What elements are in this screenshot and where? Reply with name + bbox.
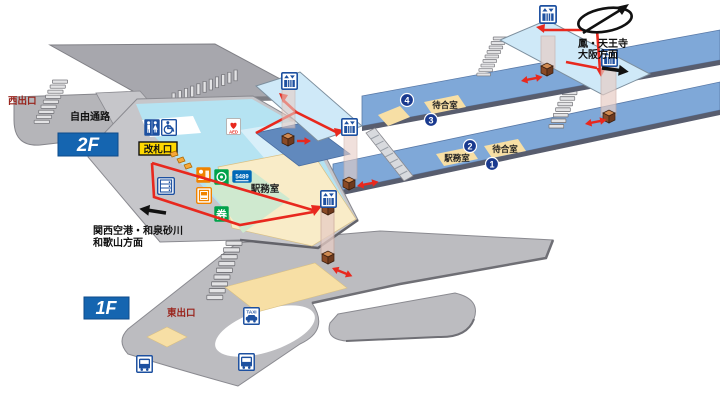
floor-label-1f: 1F: [83, 296, 130, 320]
route-arrowhead: [536, 24, 545, 33]
platform-number-badge-1: 1: [484, 156, 500, 172]
coin-locker-icon: [157, 177, 175, 195]
elevator-car: [321, 250, 335, 265]
restroom-icon: [144, 119, 160, 136]
svg-text:4: 4: [404, 95, 409, 105]
elevator-concourse-1f: [320, 190, 356, 281]
ticket-gate-label: 改札口: [144, 143, 173, 155]
svg-text:1F: 1F: [95, 298, 117, 318]
direction-north: 鳳・天王寺 大阪方面: [578, 37, 630, 78]
aed-icon: [226, 118, 241, 135]
north-direction-line2: 大阪方面: [578, 48, 618, 61]
south-direction-line1: 関西空港・和泉砂川: [93, 224, 183, 237]
ticket-machine-plus-icon: [196, 187, 212, 204]
elevator-car: [540, 62, 554, 77]
elevator-icon: [320, 190, 337, 208]
platform-3-4-waiting-area: [424, 95, 466, 114]
platform-number-badge-4: 4: [399, 92, 415, 108]
free-passage-label: 自由通路: [70, 110, 111, 123]
ticket-gate: 改札口: [138, 141, 193, 170]
compass-north-icon: [577, 4, 633, 35]
overpass-west: [255, 71, 381, 191]
floor-1f: 東出口: [121, 230, 555, 387]
platform-3-4-waiting-label: 待合室: [431, 100, 458, 110]
1f-rotary-edge: [345, 318, 475, 342]
elevator-icon: [281, 72, 298, 90]
east-exit-label: 東出口: [166, 307, 196, 319]
platform-3-4-area: [378, 106, 410, 126]
1f-road-notch: [215, 305, 315, 357]
concourse-floor-edge: [239, 218, 359, 250]
elevator-icon: [341, 118, 358, 136]
bus-stop-icon: [238, 353, 255, 371]
wheelchair-icon: [161, 119, 177, 136]
1f-plaza-area: [224, 262, 348, 313]
concourse-office-label: 駅務室: [251, 183, 280, 195]
platform-1-2-edge: [333, 110, 720, 197]
svg-text:1: 1: [489, 159, 494, 169]
slope-ramp: [365, 127, 414, 182]
overpass-east: [498, 5, 652, 129]
elevator-car: [281, 132, 295, 147]
taxi-stand-icon: [243, 307, 260, 325]
svg-text:2F: 2F: [76, 135, 101, 156]
platform-1-2-waiting-label: 待合室: [491, 144, 518, 154]
direction-south: 関西空港・和泉砂川 和歌山方面: [92, 203, 183, 249]
e5489-icon: [232, 170, 252, 183]
platform-office-label: 駅務室: [444, 153, 470, 163]
bus-stop-icon: [136, 355, 153, 373]
west-exit-label: 西出口: [8, 95, 37, 107]
1f-rotary: [328, 292, 476, 342]
1f-plaza-area-small: [146, 326, 188, 348]
floor-label-2f: 2F: [57, 132, 119, 157]
platform-1-2-waiting-area: [484, 139, 526, 158]
barrier-free-route-concourse: [150, 161, 317, 227]
platform-number-badge-2: 2: [462, 138, 478, 154]
platform-number-badge-3: 3: [423, 112, 439, 128]
north-direction-line1: 鳳・天王寺: [578, 37, 628, 50]
elevator-car: [342, 176, 356, 191]
gate-machines: [169, 150, 193, 170]
elevator-icon: [539, 5, 557, 24]
route-arrowhead-to-elevator: [311, 205, 322, 216]
svg-text:3: 3: [428, 115, 433, 125]
svg-text:2: 2: [467, 141, 472, 151]
south-direction-line2: 和歌山方面: [92, 236, 143, 249]
1f-ground-edge: [311, 239, 555, 305]
